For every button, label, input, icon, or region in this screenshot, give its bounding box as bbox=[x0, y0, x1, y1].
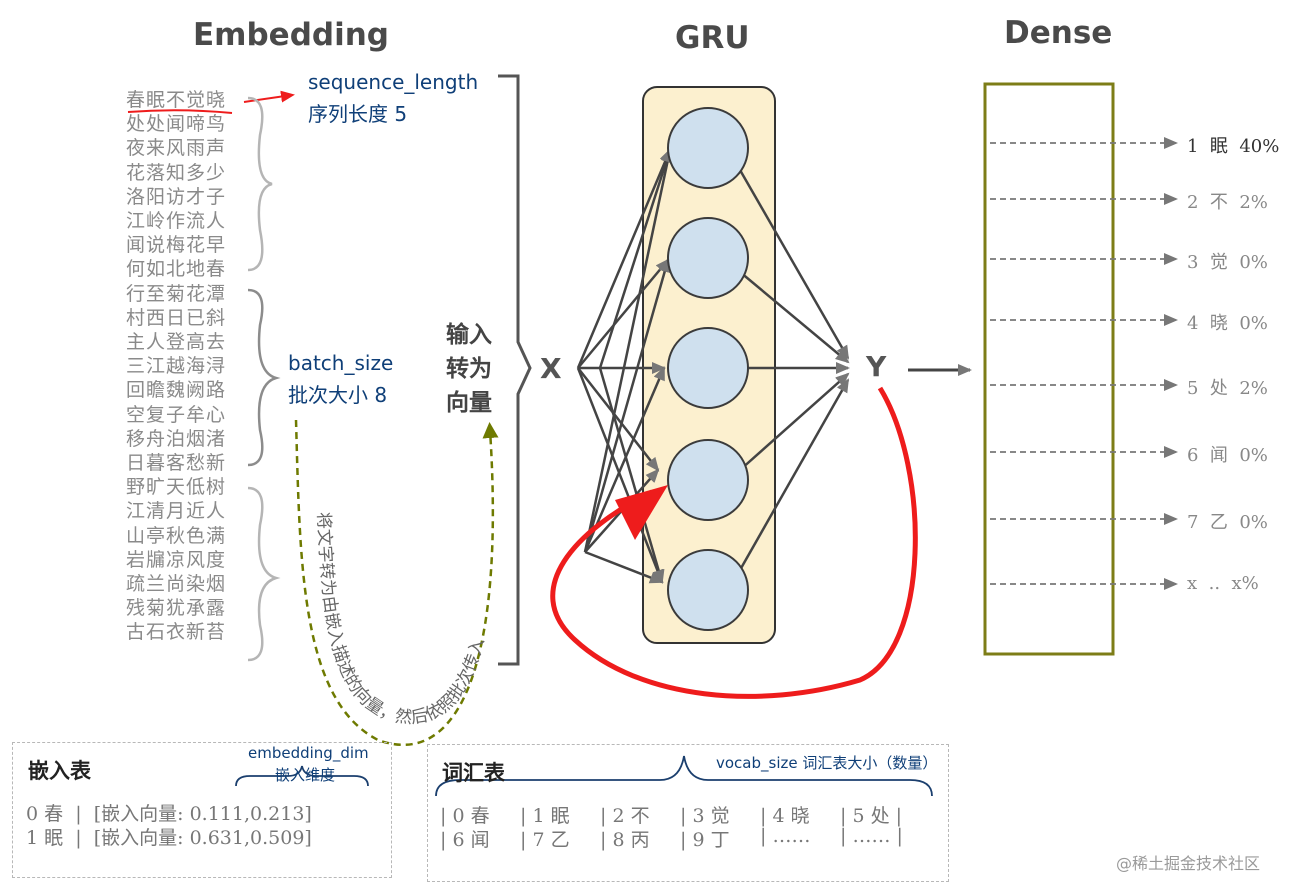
poem-line: 主人登高去 bbox=[126, 331, 227, 354]
poem-line: 日暮客愁新 bbox=[126, 452, 227, 475]
dense-output-row: 1 眠 40% bbox=[1187, 136, 1280, 157]
poem-line: 山亭秋色满 bbox=[126, 524, 227, 547]
poem-line: 洛阳访才子 bbox=[126, 185, 227, 208]
dense-layer bbox=[983, 82, 1115, 656]
dense-output-row: x .. x% bbox=[1187, 573, 1259, 594]
brace-group-1 bbox=[247, 96, 273, 272]
poem-lines: 春眠不觉晓 处处闻啼鸟 夜来风雨声 花落知多少 洛阳访才子 江岭作流人 闻说梅花… bbox=[126, 88, 251, 645]
embedding-table-title: 嵌入表 bbox=[28, 759, 91, 783]
vocab-table bbox=[427, 744, 949, 882]
gru-node bbox=[667, 327, 749, 409]
sequence-length-label: sequence_length bbox=[308, 70, 479, 94]
vocab-row-2: | 6 闻 | 7 乙 | 8 丙 | 9 丁 | …… | …… | bbox=[440, 825, 903, 851]
embed-flow-curve bbox=[294, 419, 499, 747]
vocab-size-brace bbox=[435, 755, 933, 797]
poem-line: 处处闻啼鸟 bbox=[126, 113, 227, 136]
poem-line: 岩牖凉风度 bbox=[126, 548, 227, 571]
input-connections bbox=[576, 148, 674, 584]
gru-node bbox=[667, 439, 749, 521]
embedding-row: 0 春 | [嵌入向量: 0.111,0.213] bbox=[26, 803, 312, 825]
dense-title: Dense bbox=[1004, 15, 1113, 51]
poem-line: 闻说梅花早 bbox=[126, 234, 227, 257]
poem-line: 野旷天低树 bbox=[126, 476, 227, 499]
input-x-label: X bbox=[540, 352, 562, 385]
feedback-arrowhead bbox=[615, 485, 668, 540]
dense-output-row: 6 闻 0% bbox=[1187, 445, 1268, 466]
batch-size-sublabel: 批次大小 8 bbox=[288, 383, 388, 407]
embed-flow-caption: 将文字转为由嵌入描述的向量，然后依照批次传入 bbox=[310, 510, 540, 740]
dense-output-row: 7 乙 0% bbox=[1187, 512, 1268, 533]
vocab-row-1: | 0 春 | 1 眠 | 2 不 | 3 觉 | 4 晓 | 5 处 | bbox=[440, 805, 903, 827]
dense-output-row: 4 晓 0% bbox=[1187, 313, 1268, 334]
vocab-size-label: vocab_size 词汇表大小（数量） bbox=[716, 754, 938, 772]
sequence-arrow bbox=[243, 90, 295, 103]
poem-line: 村西日已斜 bbox=[126, 306, 227, 329]
brace-group-2 bbox=[247, 288, 281, 467]
embedding-dim-brace bbox=[235, 765, 369, 787]
poem-line: 夜来风雨声 bbox=[126, 137, 227, 160]
poem-line: 春眠不觉晓 bbox=[126, 89, 227, 111]
poem-line: 花落知多少 bbox=[126, 161, 227, 184]
dense-output-row: 2 不 2% bbox=[1187, 192, 1268, 213]
poem-line: 回瞻魏阙路 bbox=[126, 379, 227, 402]
watermark: @稀土掘金技术社区 bbox=[1116, 854, 1261, 873]
poem-line: 残菊犹承露 bbox=[126, 597, 227, 620]
convert-line: 转为 bbox=[446, 356, 492, 382]
poem-line: 空复子牟心 bbox=[126, 403, 227, 426]
embedding-table bbox=[12, 742, 392, 878]
gru-node bbox=[667, 217, 749, 299]
convert-line: 向量 bbox=[446, 390, 492, 416]
gru-node bbox=[667, 107, 749, 189]
curve-text: 将文字转为由嵌入描述的向量，然后依照批次传入 bbox=[313, 512, 489, 729]
svg-text:将文字转为由嵌入描述的向量，然后依照批次传入: 将文字转为由嵌入描述的向量，然后依照批次传入 bbox=[313, 512, 489, 729]
poem-line: 疏兰尚染烟 bbox=[126, 573, 227, 596]
sequence-length-sublabel: 序列长度 5 bbox=[308, 102, 408, 126]
embedding-dim-label: embedding_dim bbox=[248, 744, 369, 762]
poem-line: 移舟泊烟渚 bbox=[126, 427, 227, 450]
sequence-bracket bbox=[498, 74, 532, 666]
embedding-row: 1 眠 | [嵌入向量: 0.631,0.509] bbox=[26, 827, 312, 849]
convert-line: 输入 bbox=[446, 322, 492, 348]
gru-title: GRU bbox=[675, 20, 750, 56]
embedding-dim-sublabel: 嵌入维度 bbox=[275, 766, 336, 784]
dense-output-row: 5 处 2% bbox=[1187, 378, 1268, 399]
batch-size-label: batch_size bbox=[288, 351, 394, 375]
poem-line: 江清月近人 bbox=[126, 500, 227, 523]
brace-group-3 bbox=[247, 486, 281, 662]
feedback-loop bbox=[550, 386, 918, 699]
dense-output-arrows bbox=[990, 137, 1178, 590]
vocab-table-title: 词汇表 bbox=[442, 761, 505, 785]
output-y-label: Y bbox=[866, 350, 887, 383]
output-connections bbox=[738, 169, 850, 571]
poem-line: 何如北地春 bbox=[126, 258, 227, 281]
dense-output-row: 3 觉 0% bbox=[1187, 252, 1268, 273]
poem-line: 古石衣新苔 bbox=[126, 621, 227, 644]
embedding-title: Embedding bbox=[193, 17, 389, 53]
first-line-underline bbox=[127, 109, 233, 114]
gru-node bbox=[667, 549, 749, 631]
poem-line: 三江越海浔 bbox=[126, 355, 227, 378]
poem-line: 江岭作流人 bbox=[126, 210, 227, 233]
convert-to-vector-label: 输入 转为 向量 bbox=[446, 318, 492, 420]
curve-text-svg: 将文字转为由嵌入描述的向量，然后依照批次传入 bbox=[313, 512, 489, 729]
poem-line: 行至菊花潭 bbox=[126, 282, 227, 305]
